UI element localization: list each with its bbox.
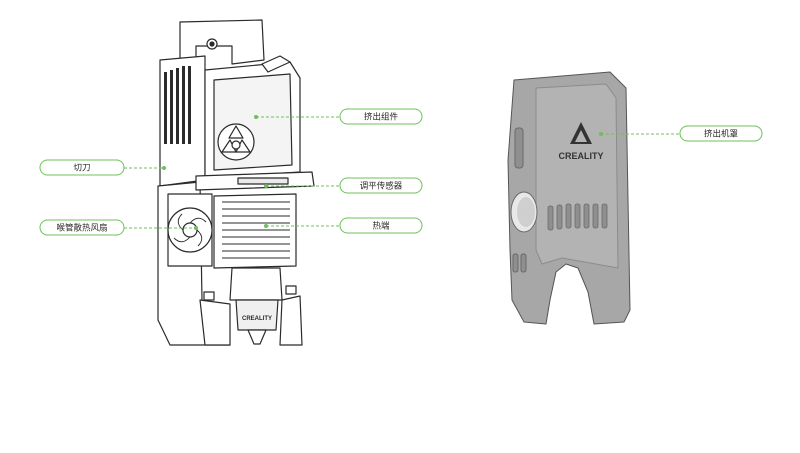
creality-logo-icon (570, 122, 592, 144)
svg-text:挤出组件: 挤出组件 (364, 112, 399, 123)
svg-text:喉管散热风扇: 喉管散热风扇 (56, 223, 107, 234)
svg-text:热端: 热端 (372, 221, 390, 232)
toolhead-assembly (157, 19, 315, 346)
callout-hotend: 热端 (264, 217, 423, 234)
svg-text:调平传感器: 调平传感器 (360, 181, 403, 192)
nozzle-brand-logo: CREALITY (242, 316, 272, 322)
svg-text:切刀: 切刀 (73, 164, 90, 174)
callout-extruder-cover: 挤出机罩 (599, 125, 763, 142)
callout-leveling-sensor: 调平传感器 (264, 177, 423, 194)
cover-brand-logo: CREALITY (559, 151, 604, 161)
extruder-gear-icon (217, 123, 255, 161)
extruder-cover (507, 71, 631, 325)
callout-extruder-assembly: 挤出组件 (254, 108, 423, 125)
callout-cutter: 切刀 (39, 159, 166, 176)
callout-throat-fan: 喉管散热风扇 (39, 219, 198, 236)
callouts: 挤出组件 切刀 调平传感器 喉管散热风扇 热端 (39, 108, 763, 236)
svg-text:挤出机罩: 挤出机罩 (704, 129, 739, 140)
